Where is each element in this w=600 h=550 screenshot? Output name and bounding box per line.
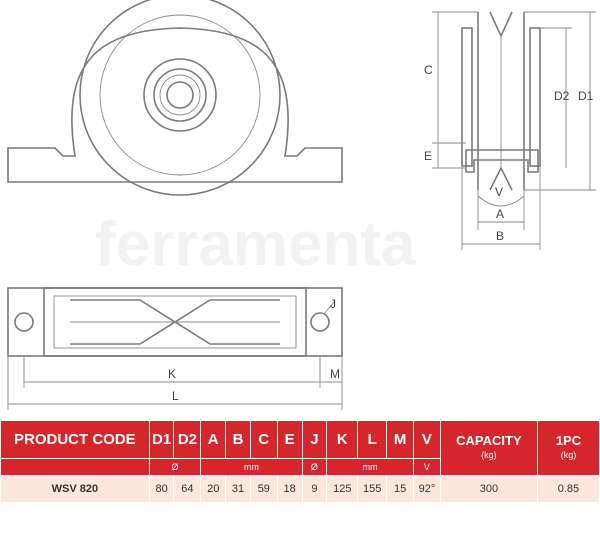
side-plate-left: [461, 27, 473, 167]
bearing-housing: [143, 58, 217, 132]
cell-a: 20: [200, 475, 227, 503]
cell-j: 9: [301, 475, 328, 503]
cell-v: 92°: [413, 475, 441, 503]
v-angle-arc: [477, 195, 525, 207]
top-view: J K M L: [7, 287, 343, 410]
cell-m: 15: [386, 475, 415, 503]
header-j: J: [301, 420, 328, 459]
unit-v: V: [413, 458, 441, 476]
label-j: J: [330, 297, 336, 311]
header-capacity-unit: (kg): [481, 450, 497, 460]
header-d1: D1: [148, 420, 175, 459]
cell-b: 31: [225, 475, 251, 503]
bearing-balls: [159, 74, 201, 116]
spec-table: PRODUCT CODE D1 D2 A B C E J K L M V CAP…: [0, 420, 600, 503]
label-v: V: [495, 185, 503, 199]
header-b: B: [225, 420, 251, 459]
unit-mm-1: mm: [200, 458, 303, 476]
header-a: A: [200, 420, 227, 459]
wheel-groove-upper: [70, 299, 280, 323]
cell-d2: 64: [173, 475, 202, 503]
mount-hole-left: [14, 312, 34, 332]
mount-hole-right: [310, 312, 330, 332]
front-view: [7, 0, 343, 196]
header-row: PRODUCT CODE D1 D2 A B C E J K L M V CAP…: [0, 420, 600, 476]
side-view: C E D2 D1 V A B: [424, 11, 596, 250]
header-1pc: 1PC (kg): [536, 420, 600, 476]
technical-drawing: ferramenta: [7, 0, 596, 410]
header-e: E: [276, 420, 303, 459]
watermark-text: ferramenta: [95, 210, 416, 279]
housing-top: [43, 287, 307, 357]
unit-blank: [0, 458, 150, 476]
bearing-outer-ring: [153, 68, 207, 122]
header-1pc-unit: (kg): [560, 450, 577, 460]
cell-d1: 80: [148, 475, 175, 503]
label-d2: D2: [554, 89, 570, 103]
header-1pc-label: 1PC: [555, 433, 582, 448]
header-product-code: PRODUCT CODE: [0, 420, 150, 459]
header-m: M: [386, 420, 415, 459]
header-d2: D2: [173, 420, 202, 459]
cell-k: 125: [326, 475, 359, 503]
cell-c: 59: [249, 475, 278, 503]
cell-capacity: 300: [439, 475, 538, 503]
cell-e: 18: [276, 475, 303, 503]
side-plate-right: [529, 27, 541, 167]
header-c: C: [249, 420, 278, 459]
wheel-groove-lower: [70, 321, 280, 345]
label-b: B: [496, 229, 504, 243]
label-d1: D1: [578, 89, 594, 103]
label-k: K: [168, 367, 176, 381]
unit-mm-2: mm: [326, 458, 415, 476]
header-capacity: CAPACITY (kg): [439, 420, 538, 476]
leader-j: [323, 301, 335, 315]
cell-l: 155: [357, 475, 388, 503]
unit-row: Ø mm Ø mm V: [0, 458, 600, 476]
unit-d-symbol: Ø: [148, 458, 202, 476]
cell-product-code: WSV 820: [0, 475, 150, 503]
header-k: K: [326, 420, 359, 459]
label-c: C: [424, 63, 433, 77]
v-groove-top: [489, 11, 513, 38]
mounting-flange: [465, 149, 539, 173]
axle-bore: [166, 81, 194, 109]
label-l: L: [172, 389, 179, 403]
wheel-inner-rim: [99, 14, 261, 176]
unit-j-symbol: Ø: [301, 458, 328, 476]
housing-bracket: [7, 27, 343, 183]
label-m: M: [330, 367, 340, 381]
header-v: V: [413, 420, 441, 459]
header-capacity-label: CAPACITY: [456, 433, 522, 448]
cell-1pc: 0.85: [536, 475, 600, 503]
label-e: E: [424, 149, 432, 163]
wheel-top-outline: [53, 295, 297, 349]
table-row: WSV 820 80 64 20 31 59 18 9 125 155 15 9…: [0, 475, 600, 503]
header-l: L: [357, 420, 388, 459]
label-a: A: [496, 207, 504, 221]
wheel-outline: [79, 0, 281, 196]
